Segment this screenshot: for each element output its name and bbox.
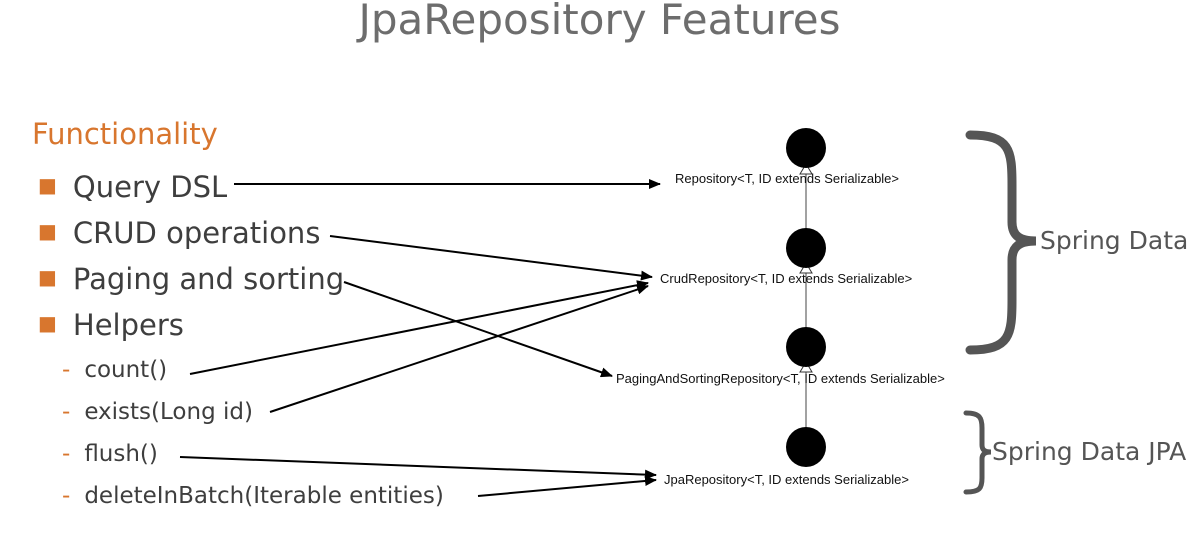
sub-label: deleteInBatch(Iterable entities) (84, 483, 444, 509)
spring-data-jpa-brace (963, 410, 992, 495)
sub-label: count() (84, 357, 168, 383)
bullet-crud-operations: ■ CRUD operations (38, 215, 320, 254)
slide-title: JpaRepository Features (358, 0, 841, 44)
sub-item-flush: -flush() (62, 439, 158, 469)
sub-label: flush() (84, 441, 158, 467)
arrow-paging (343, 281, 613, 378)
sub-item-exists: -exists(Long id) (62, 397, 253, 427)
bullet-paging-sorting: ■ Paging and sorting (38, 261, 344, 300)
bullet-label: CRUD operations (72, 216, 321, 250)
sub-item-delete-in-batch: -deleteInBatch(Iterable entities) (62, 481, 444, 511)
arrow-delete-in-batch (477, 476, 657, 497)
arrow-flush (179, 456, 657, 480)
section-heading: Functionality (32, 117, 218, 151)
sub-dash: - (62, 441, 71, 467)
sub-dash: - (62, 357, 71, 383)
bullet-label: Helpers (72, 308, 184, 342)
crud-repository-label: CrudRepository<T, ID extends Serializabl… (660, 271, 913, 286)
jpa-repository-node (786, 427, 826, 467)
sub-dash: - (62, 483, 71, 509)
sub-dash: - (62, 399, 71, 425)
bullet-query-dsl: ■ Query DSL (38, 169, 227, 208)
bullet-marker: ■ (38, 311, 57, 335)
jpa-repository-label: JpaRepository<T, ID extends Serializable… (664, 472, 909, 487)
bullet-marker: ■ (38, 265, 57, 289)
bullet-marker: ■ (38, 173, 57, 197)
sub-label: exists(Long id) (84, 399, 253, 425)
paging-repository-label: PagingAndSortingRepository<T, ID extends… (616, 371, 945, 386)
crud-repository-node (786, 228, 826, 268)
bullet-marker: ■ (38, 219, 57, 243)
sub-item-count: -count() (62, 355, 167, 385)
arrow-crud (329, 235, 653, 281)
bullet-label: Paging and sorting (72, 262, 345, 296)
spring-data-brace (965, 130, 1037, 355)
bullet-helpers: ■ Helpers (38, 307, 184, 346)
repository-label: Repository<T, ID extends Serializable> (675, 171, 900, 186)
repository-node (786, 128, 826, 168)
arrow-exists (269, 284, 649, 413)
paging-repository-node (786, 327, 826, 367)
bullet-label: Query DSL (72, 170, 228, 204)
spring-data-label: Spring Data (1040, 226, 1189, 255)
spring-data-jpa-label: Spring Data JPA (992, 437, 1187, 466)
